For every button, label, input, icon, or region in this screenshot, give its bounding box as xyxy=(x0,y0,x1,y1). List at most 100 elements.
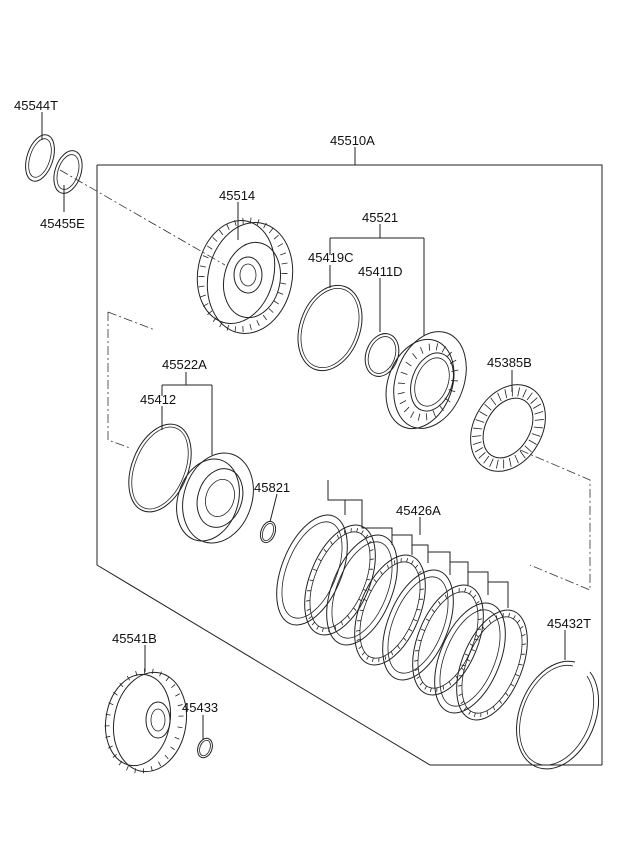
disc-outer xyxy=(276,514,348,626)
disc-spline xyxy=(347,615,350,619)
disc-spline xyxy=(469,590,472,595)
bearing-roller xyxy=(504,389,508,399)
disc-spline xyxy=(380,571,383,575)
disc-spline xyxy=(505,692,509,696)
disc-inner xyxy=(387,576,449,674)
disc-spline xyxy=(469,643,474,647)
disc-spline xyxy=(403,637,407,641)
disc-spline xyxy=(330,541,333,545)
disc-spline xyxy=(316,625,319,630)
disc-spline xyxy=(406,558,409,563)
disc-outer xyxy=(326,534,398,646)
disc-spline xyxy=(369,558,374,561)
piston-spring xyxy=(448,389,456,393)
disc-spline xyxy=(488,619,492,624)
label-45385B: 45385B xyxy=(487,355,532,370)
disc-outer xyxy=(382,569,454,681)
piston-spring xyxy=(399,400,407,405)
ring-45412 xyxy=(128,423,192,513)
disc-spline xyxy=(424,685,427,690)
disc-spline xyxy=(492,706,496,711)
disc-spline xyxy=(417,639,422,642)
disc-spline xyxy=(429,687,432,692)
drum-tooth xyxy=(199,265,206,268)
bearing-roller xyxy=(530,397,538,405)
drum-45514 xyxy=(196,217,294,334)
bearing-roller xyxy=(514,454,519,464)
bearing-roller xyxy=(526,392,533,401)
hub-tooth xyxy=(108,745,113,749)
disc-spline xyxy=(452,590,454,595)
drum-tooth xyxy=(234,326,237,333)
hub-tooth xyxy=(177,726,183,729)
disc-spline xyxy=(510,683,515,687)
label-45432T: 45432T xyxy=(547,616,591,631)
piston-spring xyxy=(428,343,431,351)
disc-spline xyxy=(386,564,390,569)
hub-45541B xyxy=(104,668,188,774)
label-45455E: 45455E xyxy=(40,216,85,231)
hub-tooth xyxy=(151,668,154,674)
hub-tooth xyxy=(126,765,129,771)
disc-spline xyxy=(369,549,374,552)
piston-spring xyxy=(438,404,444,411)
label-45522A: 45522A xyxy=(162,357,207,372)
assembly-outline xyxy=(96,164,603,766)
bearing-roller xyxy=(497,392,502,402)
drum-tooth xyxy=(256,320,260,326)
disc-spline xyxy=(371,657,374,662)
bearing-roller xyxy=(524,445,532,453)
disc-spline xyxy=(336,534,340,539)
label-45514: 45514 xyxy=(219,188,255,203)
drum-tooth xyxy=(273,234,279,240)
disc-spline xyxy=(311,621,315,626)
disc-spline xyxy=(344,530,346,535)
label-45544T: 45544T xyxy=(14,98,58,113)
hub-tooth xyxy=(170,746,175,751)
disc-spline xyxy=(411,560,414,565)
drum-tooth xyxy=(226,324,230,331)
disc-spline xyxy=(448,681,452,686)
drum-tooth xyxy=(234,220,237,227)
drum-tooth xyxy=(202,303,209,307)
disc-spline xyxy=(496,615,498,620)
hub-tooth xyxy=(177,704,183,707)
disc-outer xyxy=(434,602,506,714)
bearing-roller xyxy=(479,411,488,417)
hub-tooth xyxy=(150,766,153,772)
bearing-roller xyxy=(517,387,521,397)
drum-tooth xyxy=(226,224,230,230)
o-ring-45419C xyxy=(297,284,363,372)
piston-spring xyxy=(425,413,428,421)
disc-spline xyxy=(321,627,324,632)
drum-tooth xyxy=(273,300,279,305)
drum-tooth xyxy=(207,245,213,250)
piston-spring xyxy=(410,411,415,418)
bearing-roller xyxy=(528,439,537,445)
disc-spline xyxy=(415,564,419,569)
drum-tooth xyxy=(219,321,223,328)
disc-spline xyxy=(463,706,467,711)
disc-spline xyxy=(475,600,480,605)
bearing-roller xyxy=(534,410,544,415)
disc-spline xyxy=(390,651,394,656)
piston-45522A xyxy=(176,452,254,544)
snap-ring-45821 xyxy=(259,520,277,544)
bearing-rollers xyxy=(472,387,544,469)
disc-spline xyxy=(464,653,469,657)
disc-spline xyxy=(517,619,521,624)
drum-tooth xyxy=(263,222,267,229)
hub-tooth xyxy=(105,713,111,716)
disc-spline xyxy=(521,634,526,637)
drum-tooth xyxy=(202,255,209,259)
drum-tooth xyxy=(280,252,287,256)
disc-spline xyxy=(519,625,524,630)
clutch-disc xyxy=(434,602,506,714)
disc-spline xyxy=(373,579,377,583)
hub-tooth xyxy=(174,736,180,740)
disc-inner xyxy=(439,609,501,707)
disc-spline xyxy=(353,607,357,611)
disc-spline xyxy=(515,673,520,677)
piston-spring xyxy=(412,353,418,360)
centerlines xyxy=(59,169,591,591)
